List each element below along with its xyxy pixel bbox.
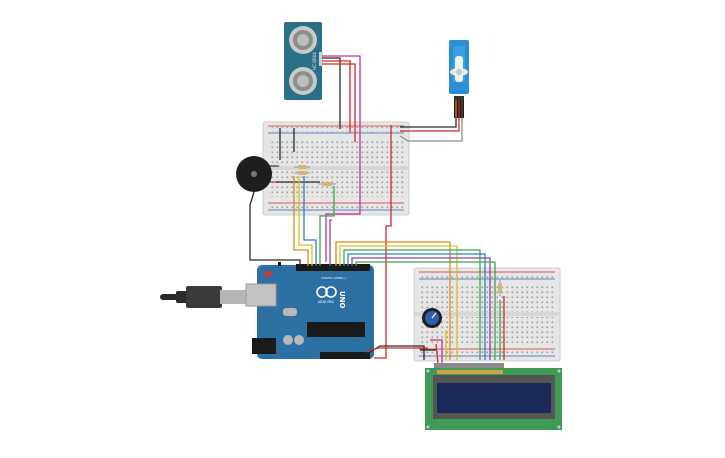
wire-lcd-green-1 [343,249,481,360]
resistor-4 [498,280,502,296]
wire-lcd-green-2 [355,261,496,360]
potentiometer [422,308,442,328]
wire-sensor-trig [322,60,351,133]
wire-orange [293,176,309,266]
ultrasonic-sensor: HC-SR04 [284,22,323,100]
lcd-breadboard [413,267,561,362]
lcd-header-pins [434,363,504,368]
resistor-3 [318,182,336,186]
wire-yellow-top [298,176,313,266]
wire-servo-gnd [399,118,463,142]
top-breadboard [262,121,410,216]
wire-lcd-blue [347,253,486,360]
wire-servo-signal [400,118,457,128]
wire-sensor-gnd [322,55,361,262]
wire-red-top [374,125,392,359]
servo-motor [449,40,469,118]
wire-lcd-yellow [339,245,458,360]
arduino-brand-label: ARDUINO [318,300,335,304]
wire-buzzer-gnd [249,191,301,266]
wire-arduino-5v [365,347,428,353]
wire-green-top [319,186,335,266]
wires [249,55,505,365]
sensor-label: HC-SR04 [312,52,317,70]
wire-pot-magenta [430,339,443,364]
wire-sensor-echo [322,63,356,142]
arduino-model-label: UNO [338,291,346,309]
arduino-uno: ARDUINO UNO DIGITAL (PWM~) [245,262,374,359]
piezo-buzzer [236,156,279,192]
arduino-digital-label: DIGITAL (PWM~) [322,276,347,280]
wire-lcd-purple [351,257,491,360]
wire-servo-power [400,118,460,132]
resistor-2 [294,171,310,175]
wire-sensor-vcc [322,57,341,129]
resistor-1 [294,165,310,169]
wire-pot-red [435,343,439,365]
wire-blue-top [303,176,317,266]
usb-cable [160,286,246,308]
wire-purple-top [329,219,332,266]
wire-lcd-orange [335,241,451,360]
lcd-display [425,368,562,430]
